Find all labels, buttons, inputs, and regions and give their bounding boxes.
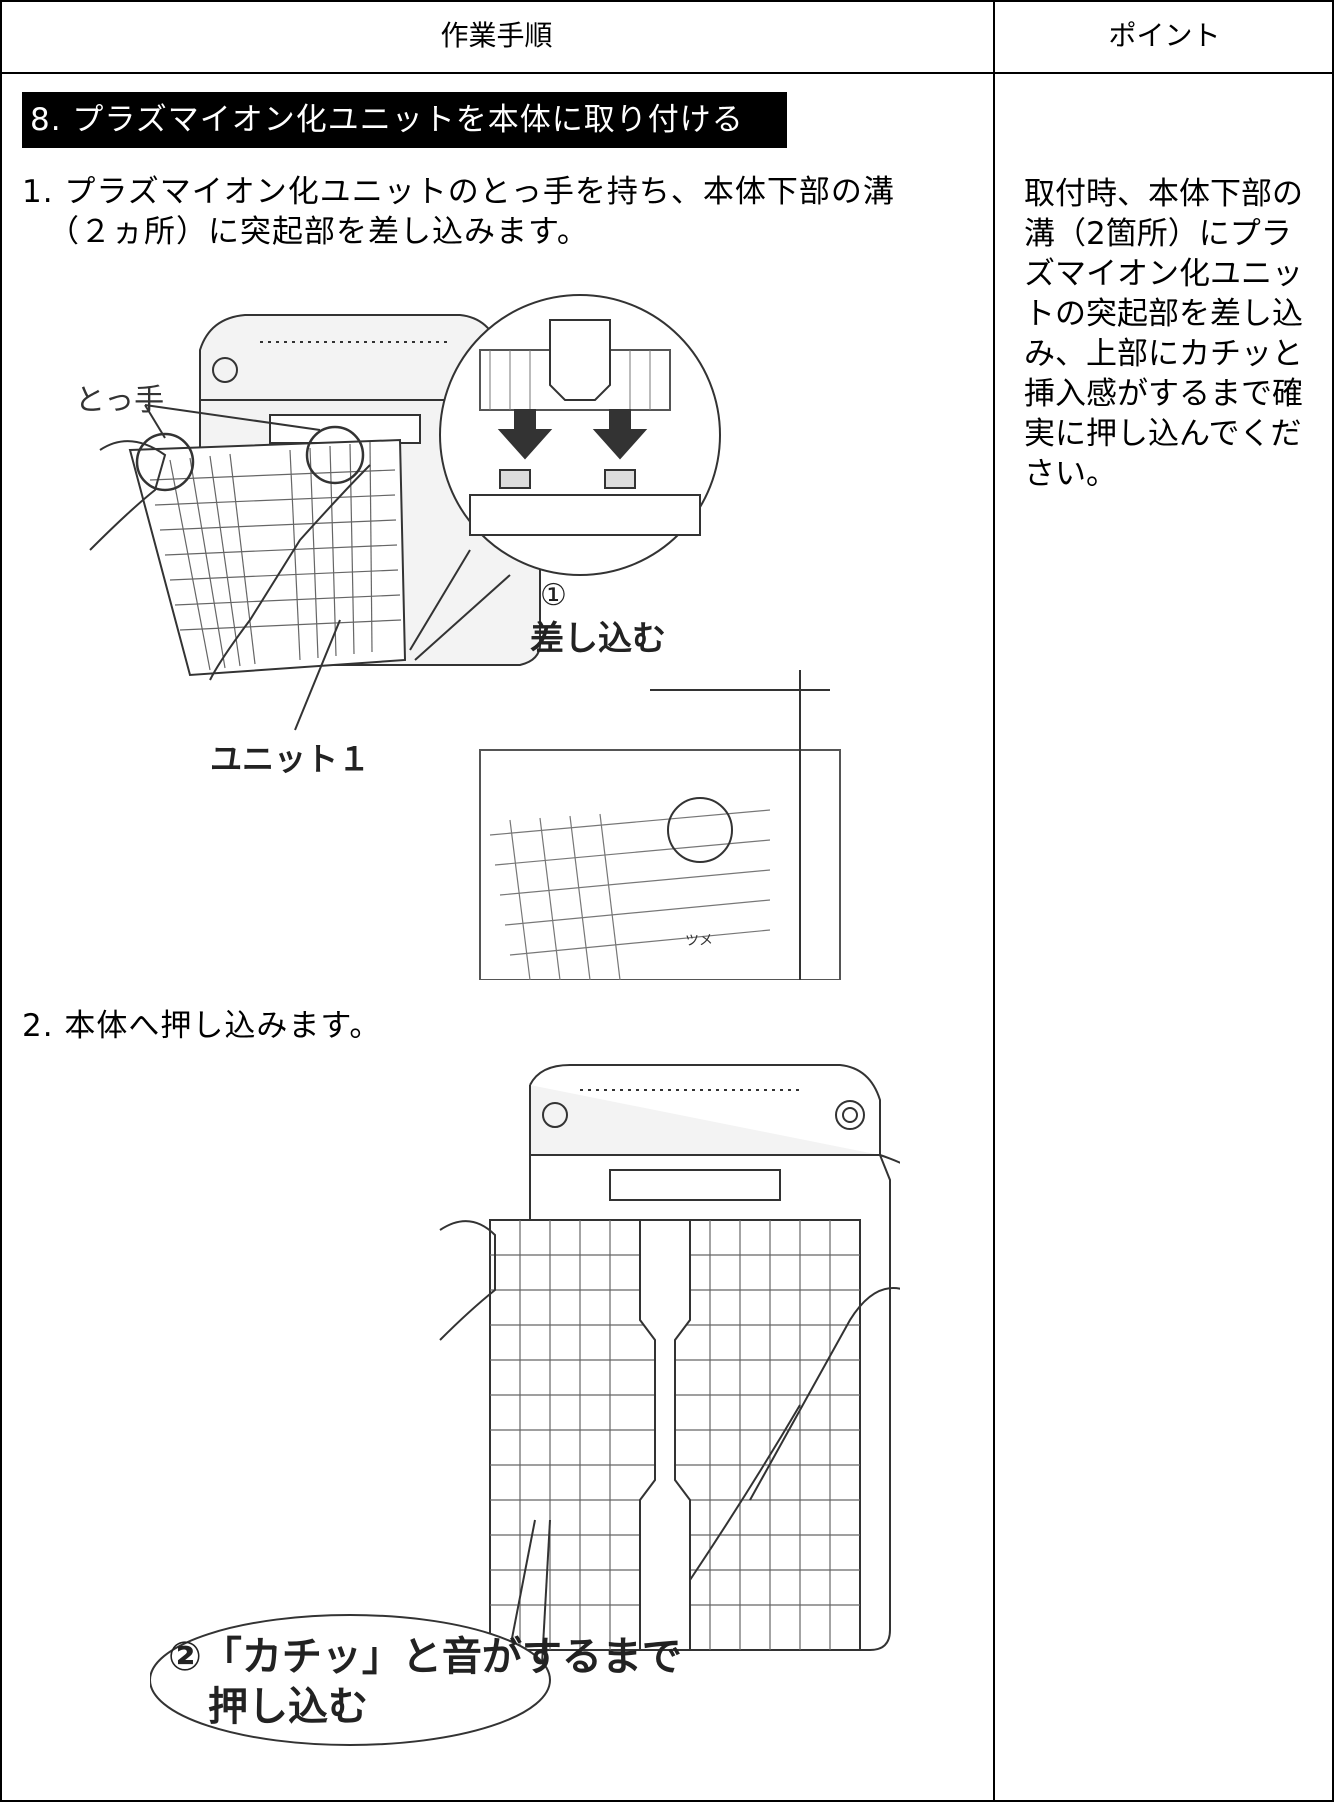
insert-number: ① (540, 578, 567, 613)
section-title: 8. プラズマイオン化ユニットを本体に取り付ける (22, 92, 787, 148)
header-procedure: 作業手順 (440, 19, 553, 52)
insert-label: 差し込む (530, 619, 666, 659)
point-line: 溝（2箇所）にプラ (1024, 216, 1292, 252)
unit-label: ユニット１ (210, 740, 370, 778)
callout-line-1: ②「カチッ」と音がするまで (168, 1634, 682, 1680)
point-line: 実に押し込んでくだ (1024, 416, 1302, 452)
callout-line-2: 押し込む (208, 1684, 368, 1730)
figure-push-unit: ②「カチッ」と音がするまで 押し込む (150, 1064, 900, 1746)
point-line: さい。 (1024, 456, 1117, 492)
point-line: ズマイオン化ユニッ (1024, 256, 1303, 292)
point-line: 挿入感がするまで確 (1024, 376, 1303, 412)
header-divider (0, 72, 1334, 74)
point-text: 取付時、本体下部の 溝（2箇所）にプラ ズマイオン化ユニッ トの突起部を差し込 … (1024, 174, 1320, 494)
column-divider (993, 0, 995, 1802)
handle-label: とっ手 (75, 383, 164, 418)
claw-label: ツメ (685, 933, 713, 949)
step-1-line-2: （２ヵ所）に突起部を差し込みます。 (48, 214, 589, 250)
point-line: 取付時、本体下部の (1024, 176, 1303, 212)
step-2-line-1: 2. 本体へ押し込みます。 (22, 1008, 382, 1044)
header-point: ポイント (1108, 19, 1221, 52)
point-line: み、上部にカチッと (1024, 336, 1303, 372)
figure-insert-unit: とっ手 ユニット１ ① 差し込む ツメ (75, 294, 841, 980)
step-1-line-1: 1. プラズマイオン化ユニットのとっ手を持ち、本体下部の溝 (22, 174, 895, 210)
point-line: トの突起部を差し込 (1024, 296, 1303, 332)
